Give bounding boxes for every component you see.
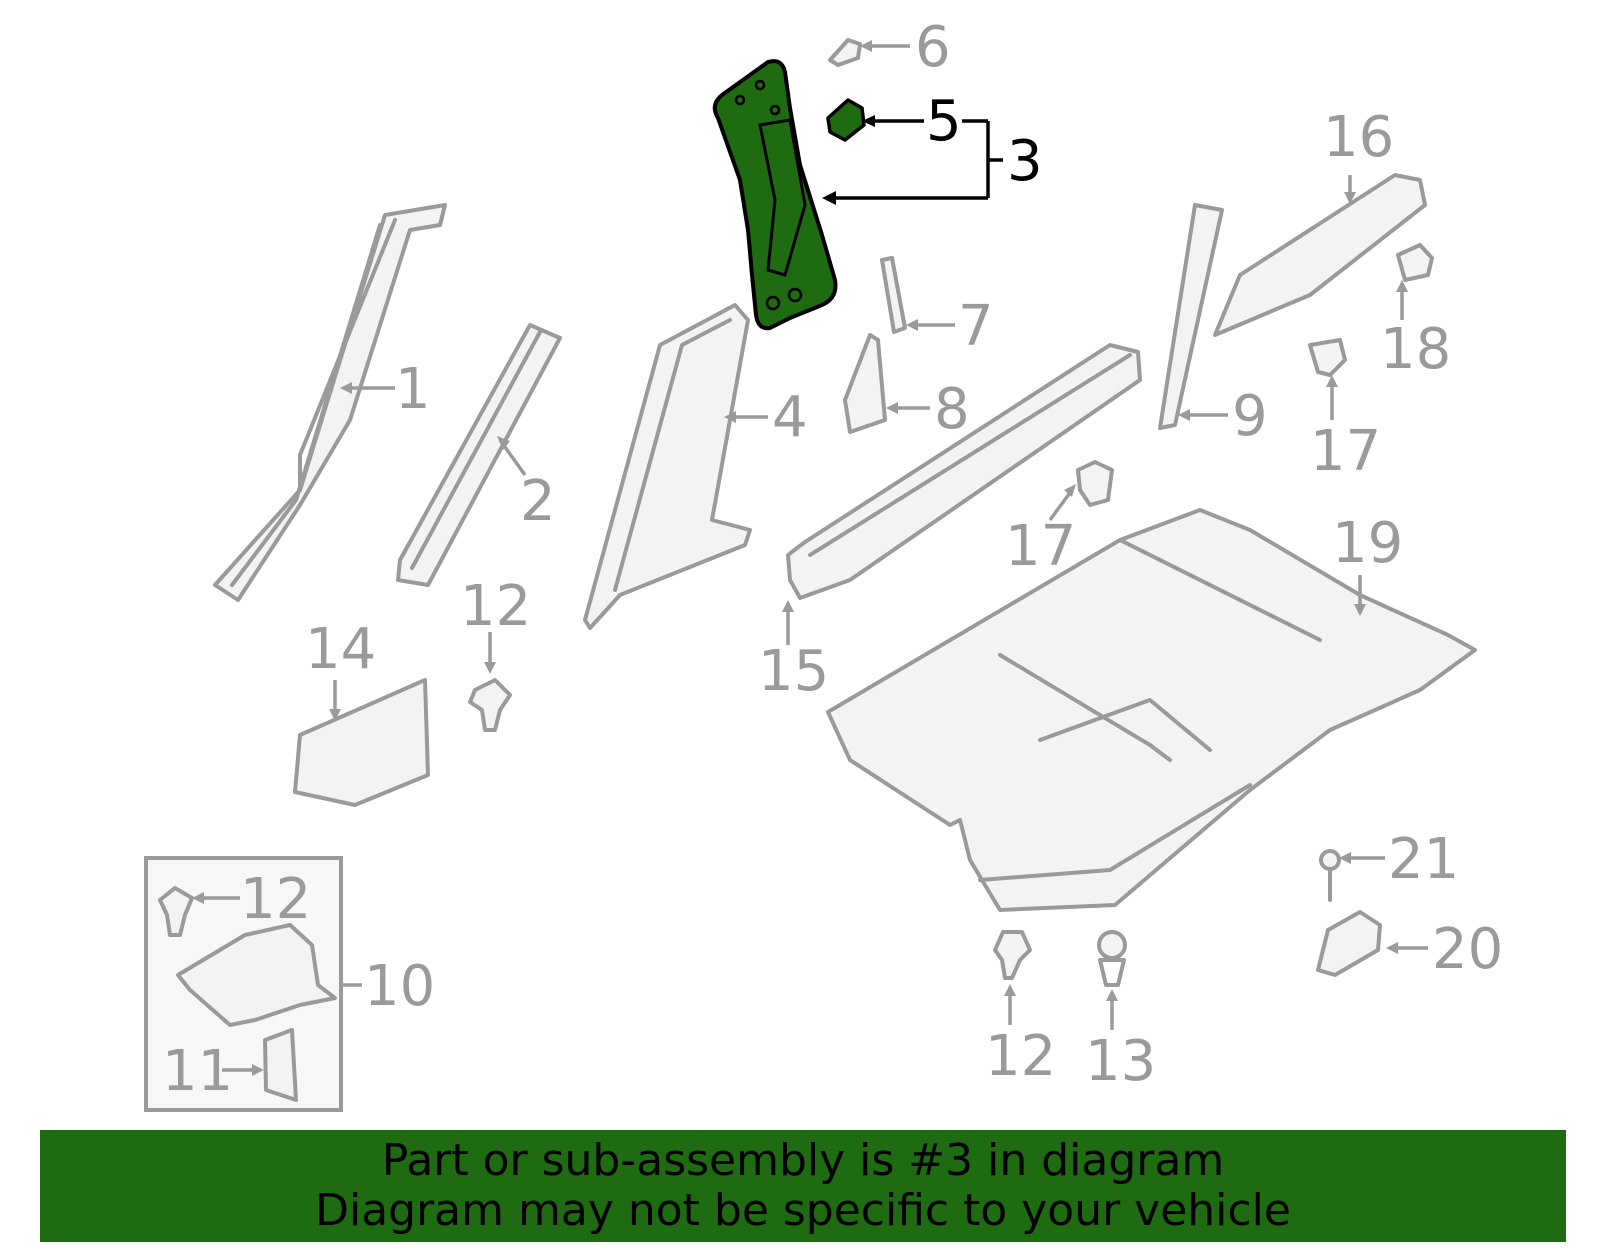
- part-1-a-pillar-trim: 1: [213, 203, 447, 602]
- banner-line-1: Part or sub-assembly is #3 in diagram: [381, 1135, 1225, 1186]
- part-12-clip-lower: 12: [985, 930, 1056, 1089]
- part-12-clip-upper: 12: [460, 574, 531, 732]
- banner-line-2: Diagram may not be specific to your vehi…: [315, 1185, 1291, 1236]
- part-20-cover: 20: [1316, 910, 1503, 982]
- callout-2: 2: [520, 469, 556, 534]
- callout-15: 15: [758, 639, 829, 704]
- callout-10: 10: [364, 954, 435, 1019]
- callout-16: 16: [1323, 105, 1394, 170]
- part-17-clip-right: 17: [1308, 338, 1381, 484]
- part-19-floor-carpet: 19: [826, 508, 1477, 912]
- callout-12-upper: 12: [460, 574, 531, 639]
- part-8-bracket: 8: [843, 333, 970, 442]
- part-16-rear-sill: 16: [1213, 105, 1427, 337]
- part-14-panel: 14: [293, 617, 430, 807]
- part-7-strip: 7: [880, 256, 994, 359]
- callout-19: 19: [1332, 511, 1403, 576]
- part-17-clip-center: 17: [1005, 460, 1114, 579]
- callout-17-center: 17: [1005, 514, 1076, 579]
- callout-7: 7: [958, 294, 994, 359]
- callout-11: 11: [162, 1039, 233, 1104]
- part-18-clip: 18: [1380, 243, 1451, 382]
- info-banner: Part or sub-assembly is #3 in diagram Di…: [40, 1130, 1566, 1242]
- part-13-screw-clip: 13: [1085, 930, 1156, 1094]
- part-9-trim-strip: 9: [1158, 203, 1268, 449]
- callout-13: 13: [1085, 1029, 1156, 1094]
- callout-12-inset: 12: [240, 867, 311, 932]
- callout-5: 5: [926, 89, 962, 154]
- callout-14: 14: [305, 617, 376, 682]
- callout-6: 6: [915, 15, 951, 80]
- callout-20: 20: [1432, 917, 1503, 982]
- part-6-cap: 6: [828, 15, 951, 80]
- part-2-pillar-strip: 2: [396, 323, 562, 587]
- callout-18: 18: [1380, 317, 1451, 382]
- callout-3-bracket: 3: [822, 119, 1043, 205]
- callout-9: 9: [1232, 384, 1268, 449]
- callout-8: 8: [934, 377, 970, 442]
- callout-21: 21: [1388, 827, 1459, 892]
- part-3-b-pillar-trim-highlighted: [712, 59, 838, 331]
- part-15-sill-plate: 15: [758, 343, 1142, 704]
- callout-1: 1: [395, 357, 431, 422]
- inset-box-10-11-12: 12 10 11: [144, 856, 435, 1112]
- callout-17-right: 17: [1310, 419, 1381, 484]
- part-21-screw: 21: [1319, 827, 1459, 902]
- callout-4: 4: [772, 385, 808, 450]
- callout-3: 3: [1007, 129, 1043, 194]
- part-5-trim-clip: 5: [826, 89, 962, 154]
- part-4-lower-pillar-trim: 4: [583, 303, 808, 630]
- callout-12-lower: 12: [985, 1024, 1056, 1089]
